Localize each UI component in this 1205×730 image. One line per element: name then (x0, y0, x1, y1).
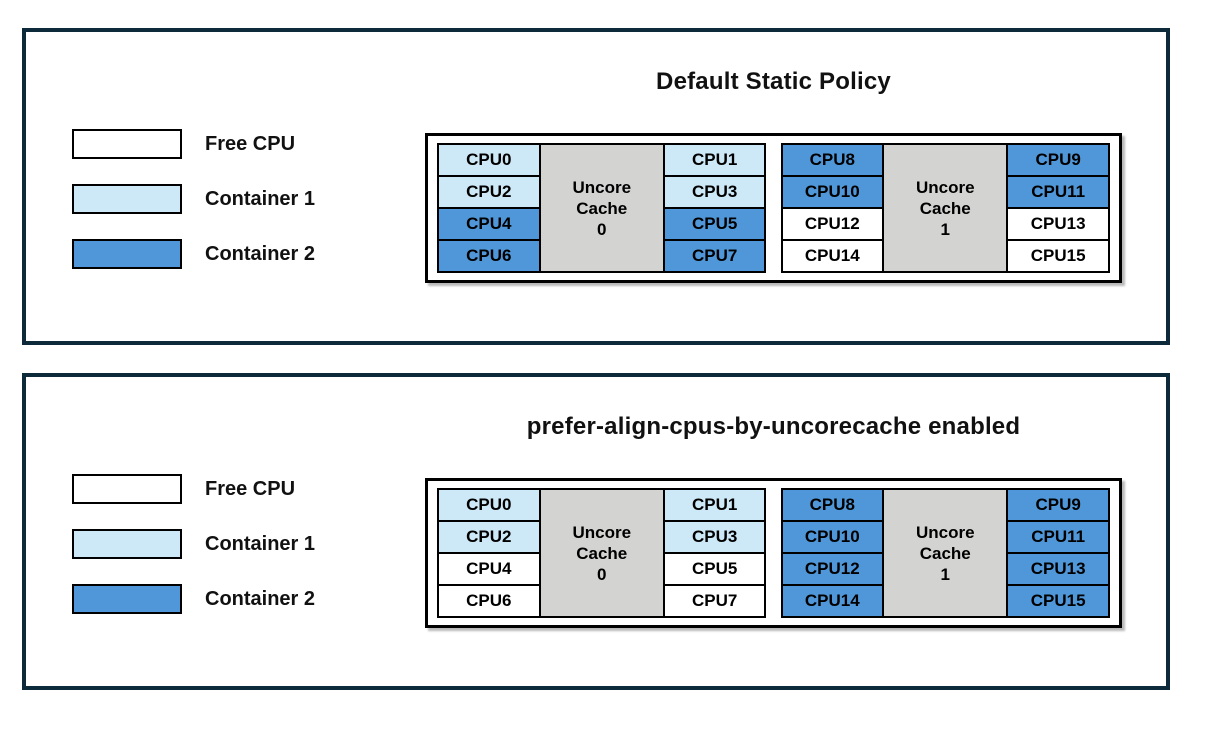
cache-label-line: Uncore (572, 522, 632, 542)
cache-label-line: Uncore (572, 177, 632, 197)
cpu-cell-cpu4: CPU4 (437, 552, 541, 586)
cpu-cell-cpu12: CPU12 (780, 552, 885, 586)
cpu-cell-cpu4: CPU4 (437, 207, 541, 241)
cache-label-line: Uncore (915, 522, 975, 542)
legend-item: Container 2 (72, 584, 315, 614)
cpu-cell-cpu11: CPU11 (1006, 175, 1110, 209)
legend-label: Free CPU (205, 132, 296, 155)
panel-title: Default Static Policy (656, 68, 891, 95)
legend-swatch-container-1 (72, 184, 182, 214)
cpu-cell-cpu14: CPU14 (780, 584, 885, 618)
cache-label-line: 0 (597, 564, 607, 584)
cache-label-line: Uncore (915, 177, 975, 197)
cpu-cell-cpu6: CPU6 (437, 239, 541, 273)
panel-uncorecache-enabled: prefer-align-cpus-by-uncorecache enabled… (22, 373, 1170, 690)
cpu-cell-cpu7: CPU7 (662, 239, 767, 273)
cpu-cell-cpu11: CPU11 (1006, 520, 1110, 554)
cache-label-line: 1 (940, 564, 950, 584)
cpu-cell-cpu2: CPU2 (437, 520, 541, 554)
cpu-cell-cpu8: CPU8 (780, 488, 885, 522)
cache-label-line: Cache (576, 543, 628, 563)
legend-item: Free CPU (72, 129, 315, 159)
legend-label: Container 2 (205, 587, 316, 610)
legend-swatch-free-cpu (72, 129, 182, 159)
legend-label: Free CPU (205, 477, 296, 500)
legend-swatch-container-1 (72, 529, 182, 559)
cpu-cell-cpu10: CPU10 (780, 520, 885, 554)
legend-swatch-free-cpu (72, 474, 182, 504)
legend-item: Container 1 (72, 529, 315, 559)
cpu-cell-cpu10: CPU10 (780, 175, 885, 209)
cache-label-line: Cache (919, 543, 971, 563)
legend-label: Container 1 (205, 187, 316, 210)
legend-swatch-container-2 (72, 239, 182, 269)
cpu-cell-cpu12: CPU12 (780, 207, 885, 241)
legend-label: Container 1 (205, 532, 316, 555)
legend-item: Container 2 (72, 239, 315, 269)
cpu-cell-cpu5: CPU5 (662, 552, 767, 586)
cpu-cell-cpu6: CPU6 (437, 584, 541, 618)
cpu-cell-cpu15: CPU15 (1006, 239, 1110, 273)
legend-swatch-container-2 (72, 584, 182, 614)
cpu-cell-cpu1: CPU1 (662, 488, 767, 522)
cpu-cell-cpu0: CPU0 (437, 143, 541, 177)
legend: Free CPU Container 1 Container 2 (72, 474, 315, 614)
cpu-cell-cpu0: CPU0 (437, 488, 541, 522)
panel-title: prefer-align-cpus-by-uncorecache enabled (526, 413, 1021, 440)
cpu-cell-cpu1: CPU1 (662, 143, 767, 177)
panel-default-static-policy: Default Static Policy Free CPU Container … (22, 28, 1170, 345)
cpu-cell-cpu13: CPU13 (1006, 552, 1110, 586)
cache-label-line: Cache (576, 198, 628, 218)
cpu-cell-cpu7: CPU7 (662, 584, 767, 618)
cache-label-line: Cache (919, 198, 971, 218)
cpu-cell-cpu3: CPU3 (662, 520, 767, 554)
legend-item: Free CPU (72, 474, 315, 504)
legend-label: Container 2 (205, 242, 316, 265)
cpu-cell-cpu15: CPU15 (1006, 584, 1110, 618)
legend-item: Container 1 (72, 184, 315, 214)
cpu-cell-cpu13: CPU13 (1006, 207, 1110, 241)
cpu-cell-cpu8: CPU8 (780, 143, 885, 177)
cpu-cell-cpu14: CPU14 (780, 239, 885, 273)
cpu-cell-cpu5: CPU5 (662, 207, 767, 241)
cpu-cell-cpu3: CPU3 (662, 175, 767, 209)
cache-label-line: 1 (940, 219, 950, 239)
cpu-cell-cpu9: CPU9 (1006, 143, 1110, 177)
cpu-cell-cpu2: CPU2 (437, 175, 541, 209)
legend: Free CPU Container 1 Container 2 (72, 129, 315, 269)
cpu-cell-cpu9: CPU9 (1006, 488, 1110, 522)
cache-label-line: 0 (597, 219, 607, 239)
